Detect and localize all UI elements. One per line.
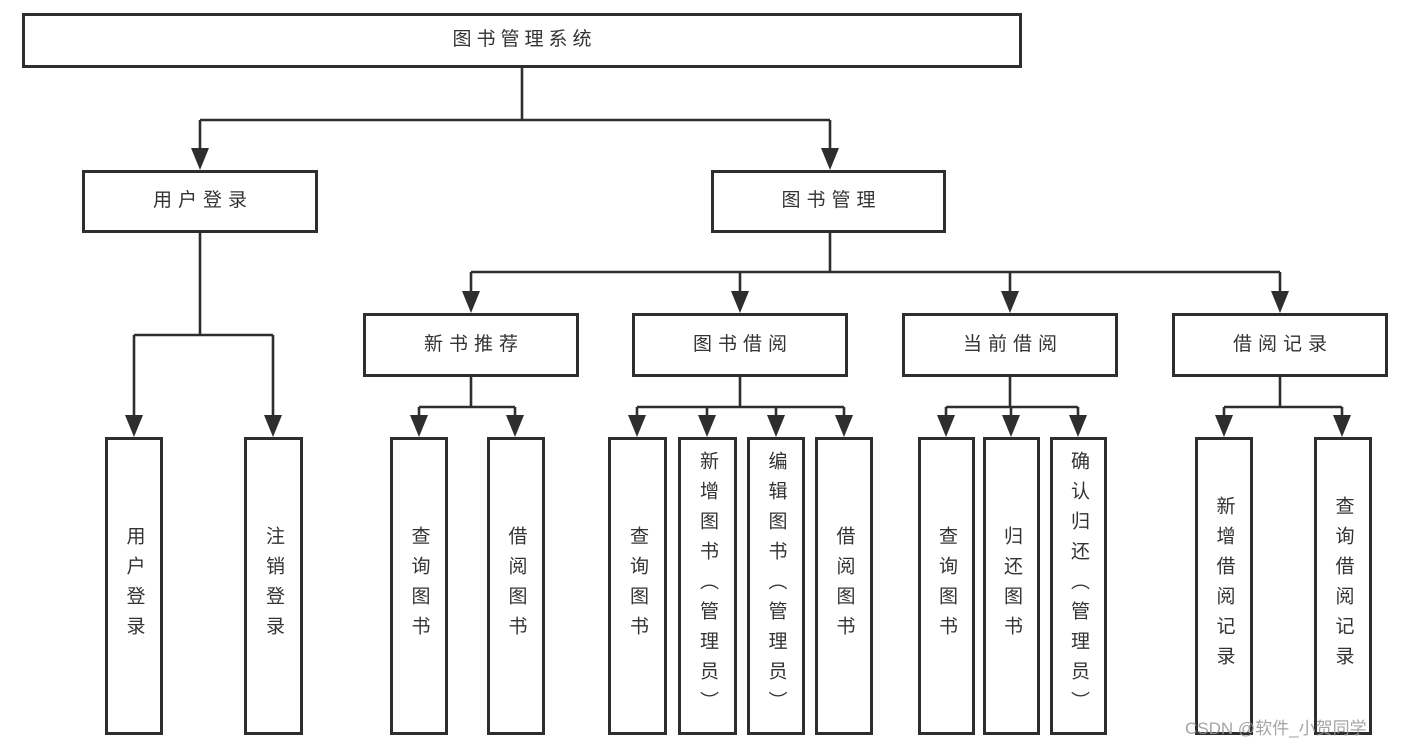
leaf-logout: 注销登录: [244, 437, 303, 735]
arrowhead: [1333, 415, 1351, 437]
node-book-management: 图书管理: [711, 170, 946, 233]
leaf-label: 查询图书: [627, 526, 648, 646]
arrowhead: [835, 415, 853, 437]
connector-root-to-level2: [198, 68, 832, 150]
leaf-query-books-borrow: 查询图书: [608, 437, 667, 735]
arrowhead: [125, 415, 143, 437]
connector-borrow-records-to-leaves: [1222, 377, 1344, 417]
arrowhead: [767, 415, 785, 437]
arrowhead: [821, 148, 839, 170]
leaf-label: 借阅图书: [833, 526, 855, 646]
leaf-label: 确认归还（管理员）: [1068, 451, 1089, 721]
leaf-label: 借阅图书: [505, 526, 527, 646]
arrowhead: [1001, 291, 1019, 313]
connector-book-borrow-to-leaves: [635, 377, 846, 417]
connector-user-login-to-leaves: [132, 233, 275, 417]
arrowhead: [698, 415, 716, 437]
leaf-confirm-return-admin: 确认归还（管理员）: [1050, 437, 1107, 735]
arrowhead: [731, 291, 749, 313]
node-book-borrow: 图书借阅: [632, 313, 848, 377]
arrowhead: [410, 415, 428, 437]
leaf-label: 新增图书（管理员）: [697, 451, 718, 721]
arrowhead: [937, 415, 955, 437]
leaf-return-books: 归还图书: [983, 437, 1040, 735]
leaf-label: 查询图书: [408, 526, 430, 646]
leaf-add-books-admin: 新增图书（管理员）: [678, 437, 737, 735]
node-new-book-recommend: 新书推荐: [363, 313, 579, 377]
connector-new-book-to-leaves: [417, 377, 517, 417]
connector-lines: [132, 68, 1344, 417]
arrowhead: [1271, 291, 1289, 313]
arrowhead: [264, 415, 282, 437]
arrowhead: [628, 415, 646, 437]
arrowhead: [1002, 415, 1020, 437]
connector-arrowheads: [125, 148, 1351, 437]
arrowhead: [1215, 415, 1233, 437]
leaf-query-borrow-record: 查询借阅记录: [1314, 437, 1372, 735]
leaf-label: 用户登录: [123, 526, 145, 646]
node-user-login: 用户登录: [82, 170, 318, 233]
connector-current-borrow-to-leaves: [944, 377, 1080, 417]
leaf-label: 编辑图书（管理员）: [765, 451, 787, 721]
arrowhead: [506, 415, 524, 437]
leaf-label: 注销登录: [263, 526, 284, 646]
arrowhead: [1069, 415, 1087, 437]
node-borrow-records: 借阅记录: [1172, 313, 1388, 377]
leaf-query-books-recommend: 查询图书: [390, 437, 448, 735]
arrowhead: [462, 291, 480, 313]
leaf-borrow-books: 借阅图书: [815, 437, 873, 735]
node-root-library-system: 图书管理系统: [22, 13, 1022, 68]
node-current-borrow: 当前借阅: [902, 313, 1118, 377]
arrowhead: [191, 148, 209, 170]
leaf-label: 归还图书: [1001, 526, 1022, 646]
leaf-label: 查询借阅记录: [1332, 496, 1354, 676]
connector-book-management-to-level3: [469, 233, 1282, 293]
leaf-label: 查询图书: [936, 526, 957, 646]
leaf-add-borrow-record: 新增借阅记录: [1195, 437, 1253, 735]
csdn-watermark: CSDN @软件_小贺同学: [1185, 719, 1367, 738]
leaf-query-books-current: 查询图书: [918, 437, 975, 735]
leaf-edit-books-admin: 编辑图书（管理员）: [747, 437, 805, 735]
leaf-label: 新增借阅记录: [1213, 496, 1235, 676]
leaf-borrow-books-recommend: 借阅图书: [487, 437, 545, 735]
leaf-user-login: 用户登录: [105, 437, 163, 735]
